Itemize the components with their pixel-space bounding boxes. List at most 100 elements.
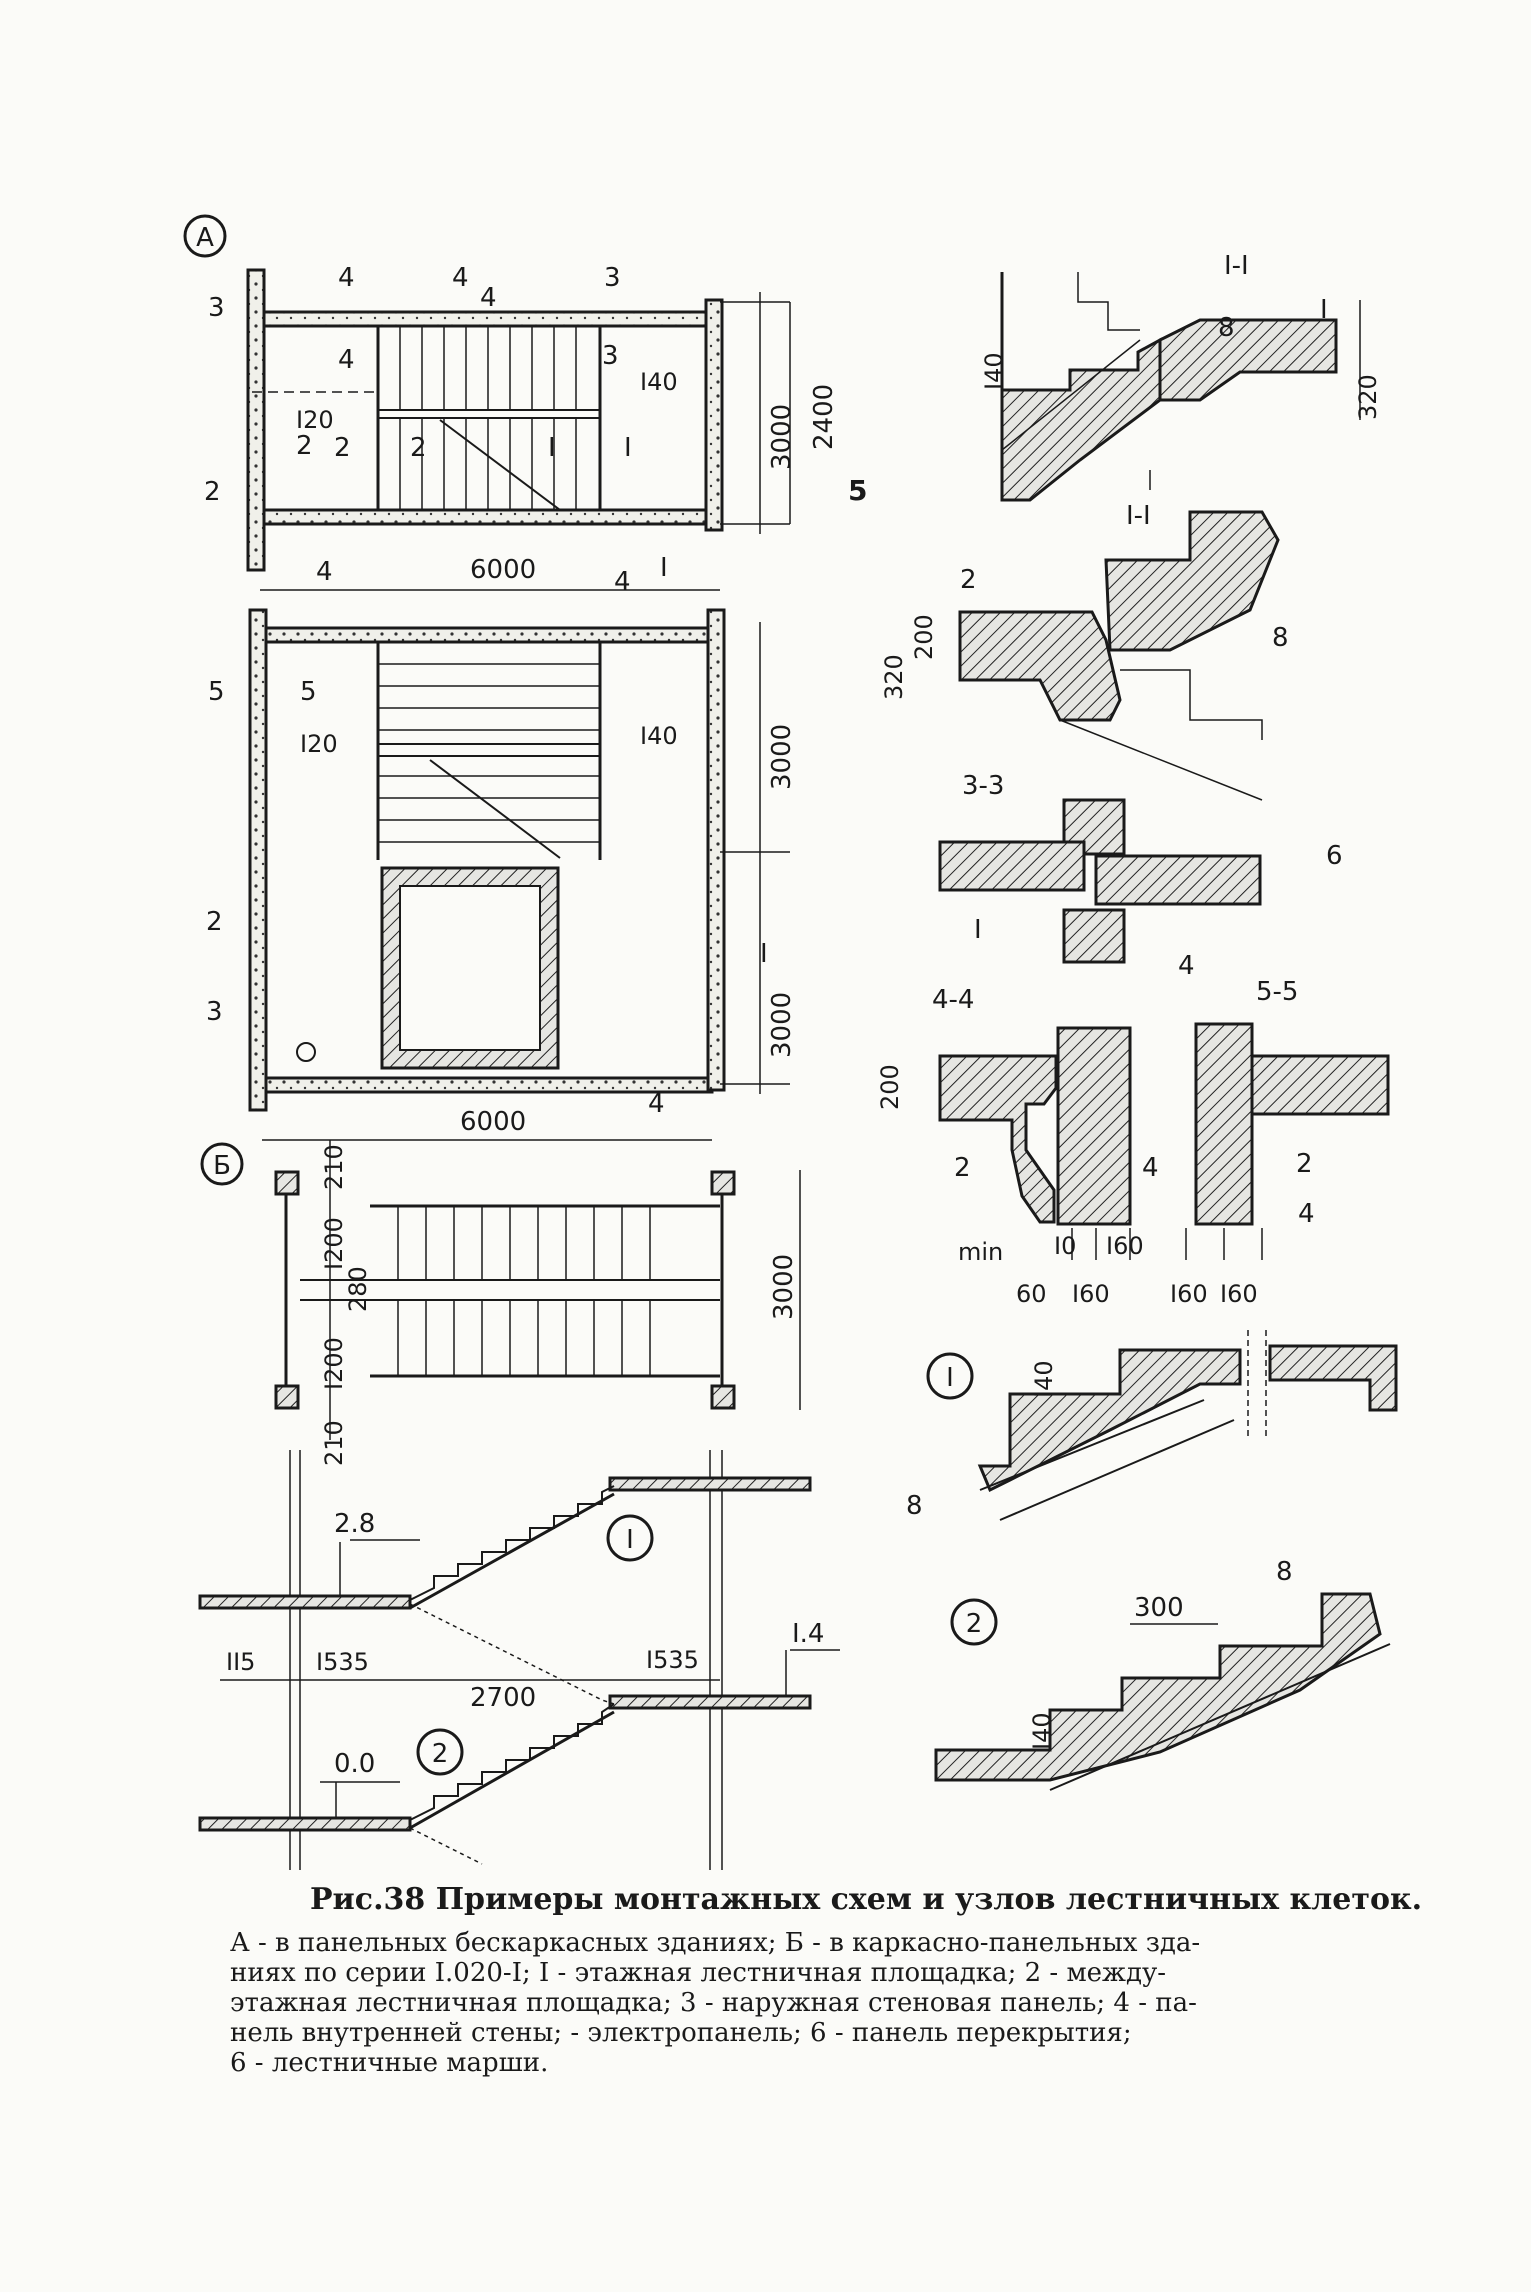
sec-3-3-label-4: 4	[1178, 951, 1195, 981]
callout-3-b: 3	[206, 997, 223, 1027]
plan-b-marker: Б	[213, 1151, 231, 1181]
detail-1-1: I-I 8 I I40 320	[980, 251, 1382, 502]
callout-i-c: I	[660, 553, 668, 583]
callout-2-b: 2	[204, 477, 221, 507]
tag-4-a: 4	[338, 263, 355, 293]
sec-5-5-title: 5-5	[1256, 977, 1298, 1007]
detail-5-5: 5-5 2 4 I60 I60	[1170, 977, 1390, 1308]
caption-line-3: этажная лестничная площадка; 3 - наружна…	[230, 1988, 1197, 2018]
callout-4-d: 4	[480, 283, 497, 313]
dim-2700: 2700	[470, 1683, 536, 1713]
sec-4-4-dim-200: 200	[876, 1064, 904, 1110]
plan-a-marker: А	[196, 223, 214, 253]
callout-4-c: 4	[648, 1089, 665, 1119]
dim-6000-b: 6000	[460, 1107, 526, 1137]
sec-4-4-title: 4-4	[932, 985, 974, 1015]
caption-title: Рис.38 Примеры монтажных схем и узлов ле…	[310, 1882, 1423, 1917]
plan-b: Б 210 I200 280 I200 210	[200, 1140, 801, 1466]
sec-5-5-label-2: 2	[1296, 1149, 1313, 1179]
dim-1535-b: I535	[646, 1646, 699, 1674]
callout-4-a: 4	[316, 557, 333, 587]
sec-3-3-label-i: I	[974, 915, 982, 945]
node-2-detail-marker: 2	[966, 1609, 983, 1639]
dim-1535-a: I535	[316, 1648, 369, 1676]
plan-a-upper-plan	[246, 268, 791, 591]
callout-i-a: I	[548, 433, 556, 463]
sec-1-1-label-8: 8	[1218, 313, 1235, 343]
node-2-marker: 2	[432, 1739, 449, 1769]
sec-4-4-dim-160-a: I60	[1106, 1232, 1144, 1260]
caption-line-5: 6 - лестничные марши.	[230, 2048, 549, 2078]
callout-i-d: I	[760, 939, 768, 969]
sec-2-2-dim-320: 320	[880, 654, 908, 700]
callout-4-b: 4	[614, 567, 631, 597]
tag-5-left: 5	[208, 677, 225, 707]
dim-1200-a: I200	[320, 1217, 348, 1270]
callout-5: 5	[848, 474, 867, 507]
thick-i40-b: I40	[640, 722, 678, 750]
node-detail-1: I I40 8	[906, 1330, 1398, 1521]
dim-3000-b: 3000	[767, 724, 797, 790]
sec-4-4-label-4: 4	[1142, 1153, 1159, 1183]
level-1-4: I.4	[792, 1619, 824, 1649]
dim-1200-b: I200	[320, 1337, 348, 1390]
sec-1-1-dim-320: 320	[1354, 374, 1382, 420]
dim-2400: 2400	[809, 384, 839, 450]
detail-4-4: 4-4 200 2 4 min 60 I0 I60 I60	[876, 985, 1159, 1308]
node-2-dim-140: I40	[1028, 1712, 1056, 1750]
sec-2-2-label-8: 8	[1272, 623, 1289, 653]
node-1-label-8: 8	[906, 1491, 923, 1521]
tag-5-inner: 5	[300, 677, 317, 707]
tag-3-a: 3	[604, 263, 621, 293]
node-detail-2: 2 300 8 I40	[934, 1557, 1391, 1791]
thick-i40-a: I40	[640, 368, 678, 396]
sec-4-4-dim-10: I0	[1054, 1232, 1076, 1260]
dim-6000-a: 6000	[470, 555, 536, 585]
callout-3-a: 3	[208, 293, 225, 323]
sec-1-1-dim-140: I40	[980, 352, 1008, 390]
node-2-label-8: 8	[1276, 1557, 1293, 1587]
dim-280: 280	[344, 1266, 372, 1312]
caption-line-4: нель внутренней стены; - электропанель; …	[230, 2018, 1132, 2048]
callout-2-a: 2	[296, 431, 313, 461]
node-2-marker-circle	[416, 1728, 464, 1776]
plan-a-lower-plan	[248, 608, 790, 1141]
stair-section: 2.8 0.0 I.4 II5 I535 2700 I535 I 2	[198, 1450, 840, 1870]
thick-i20-b: I20	[300, 730, 338, 758]
sec-5-5-dim-160-b: I60	[1220, 1280, 1258, 1308]
node-1-marker-circle	[606, 1514, 654, 1562]
dim-3000-a: 3000	[767, 404, 797, 470]
sec-4-4-dim-60: 60	[1016, 1280, 1047, 1308]
sec-4-4-min: min	[958, 1238, 1003, 1266]
sec-2-2-dim-200: 200	[910, 614, 938, 660]
plan-a-treads-top	[399, 326, 577, 510]
dim-115: II5	[226, 1648, 255, 1676]
node-1-detail-marker: I	[946, 1363, 954, 1393]
sec-4-4-label-2: 2	[954, 1153, 971, 1183]
plan-a-treads-lower	[378, 663, 600, 843]
caption-line-2: ниях по серии I.020-I; I - этажная лестн…	[230, 1958, 1167, 1988]
dim-210-b: 210	[320, 1420, 348, 1466]
node-1-dim-140: I40	[1030, 1360, 1058, 1398]
dim-3000-c: 3000	[767, 992, 797, 1058]
plan-a-text: 4 4 3 4 3 5 5 3000 2400 6000 3000 3000 6…	[204, 263, 867, 1137]
sec-4-4-dim-160-b: I60	[1072, 1280, 1110, 1308]
caption-line-1: А - в панельных бескаркасных зданиях; Б …	[230, 1928, 1201, 1958]
tag-4-c: 4	[338, 345, 355, 375]
plan-a-drain	[296, 1042, 316, 1062]
callout-2-d: 2	[410, 433, 427, 463]
sec-1-1-label-i: I	[1320, 295, 1328, 325]
detail-3-3: 3-3 6 I 4	[938, 771, 1343, 981]
callout-i-b: I	[624, 433, 632, 463]
sec-2-2-title: I-I	[1126, 501, 1151, 531]
tag-3-b: 3	[602, 341, 619, 371]
dim-210-a: 210	[320, 1144, 348, 1190]
caption-body: А - в панельных бескаркасных зданиях; Б …	[230, 1928, 1480, 2078]
dim-3000-b-plan: 3000	[769, 1254, 799, 1320]
tag-4-b: 4	[452, 263, 469, 293]
sec-5-5-dim-160-a: I60	[1170, 1280, 1208, 1308]
sec-1-1-title: I-I	[1224, 251, 1249, 281]
callout-2-e: 2	[206, 907, 223, 937]
